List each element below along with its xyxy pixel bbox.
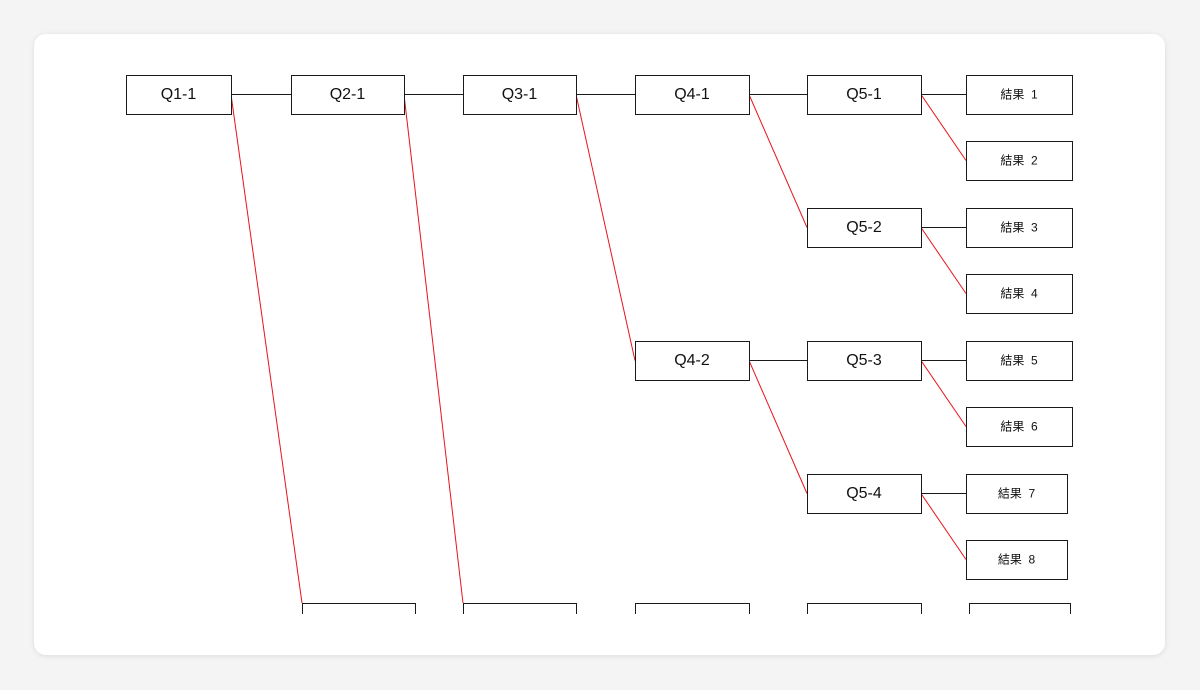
node-label-q4-1: Q4-1 <box>674 86 710 103</box>
node-r4: 結果 4 <box>966 274 1073 314</box>
node-box-q5-4 <box>807 474 922 514</box>
node-box-r7 <box>966 474 1068 514</box>
node-label-r5: 結果 5 <box>1000 354 1038 368</box>
node-r7: 結果 7 <box>966 474 1068 514</box>
node-label-q5-3: Q5-3 <box>846 352 882 369</box>
node-q4-2: Q4-2 <box>635 341 750 381</box>
node-box-q2-1 <box>291 75 405 115</box>
node-box-r1 <box>966 75 1073 115</box>
edge-q1-1-to-cut-1-branch <box>230 94 303 604</box>
node-box-r4 <box>966 274 1073 314</box>
node-cut-1 <box>302 603 416 614</box>
node-label-q5-4: Q5-4 <box>846 485 882 502</box>
node-box-cut-2 <box>463 603 577 614</box>
node-cut-4 <box>807 603 922 614</box>
node-box-r5 <box>966 341 1073 381</box>
node-box-q1-1 <box>126 75 232 115</box>
node-box-q4-1 <box>635 75 750 115</box>
edge-q5-4-to-r8-branch <box>920 493 967 560</box>
edge-q2-1-to-cut-2-branch <box>403 94 464 604</box>
node-r6: 結果 6 <box>966 407 1073 447</box>
node-q5-1: Q5-1 <box>807 75 922 115</box>
node-box-q5-3 <box>807 341 922 381</box>
edge-q5-2-to-r4-branch <box>920 227 967 294</box>
node-q5-4: Q5-4 <box>807 474 922 514</box>
node-label-r7: 結果 7 <box>998 487 1036 501</box>
node-box-cut-3 <box>635 603 750 614</box>
node-box-cut-1 <box>302 603 416 614</box>
node-label-q4-2: Q4-2 <box>674 352 710 369</box>
node-box-r3 <box>966 208 1073 248</box>
node-q1-1: Q1-1 <box>126 75 232 115</box>
node-q2-1: Q2-1 <box>291 75 405 115</box>
node-box-q5-2 <box>807 208 922 248</box>
node-box-cut-4 <box>807 603 922 614</box>
node-box-cut-5 <box>969 603 1071 614</box>
node-label-r3: 結果 3 <box>1000 221 1038 235</box>
node-cut-3 <box>635 603 750 614</box>
node-label-r8: 結果 8 <box>998 553 1036 567</box>
node-box-q4-2 <box>635 341 750 381</box>
node-label-q5-1: Q5-1 <box>846 86 882 103</box>
node-label-r6: 結果 6 <box>1000 420 1038 434</box>
node-r3: 結果 3 <box>966 208 1073 248</box>
node-box-r8 <box>966 540 1068 580</box>
node-box-q5-1 <box>807 75 922 115</box>
nodes-layer: Q1-1 Q2-1 Q3-1 Q4-1 Q5-1 結果 1 結果 2 Q5-2 結果 3 結果 4… <box>126 75 1073 614</box>
node-box-q3-1 <box>463 75 577 115</box>
node-box-r6 <box>966 407 1073 447</box>
node-label-r2: 結果 2 <box>1000 154 1038 168</box>
node-r1: 結果 1 <box>966 75 1073 115</box>
node-label-q2-1: Q2-1 <box>330 86 366 103</box>
node-q5-2: Q5-2 <box>807 208 922 248</box>
node-q4-1: Q4-1 <box>635 75 750 115</box>
node-r8: 結果 8 <box>966 540 1068 580</box>
edge-q5-1-to-r2-branch <box>920 94 967 161</box>
node-label-q3-1: Q3-1 <box>502 86 538 103</box>
node-r2: 結果 2 <box>966 141 1073 181</box>
node-box-r2 <box>966 141 1073 181</box>
node-cut-5 <box>969 603 1071 614</box>
edge-q4-1-to-q5-2-branch <box>748 94 808 228</box>
edge-q4-2-to-q5-4-branch <box>748 360 808 494</box>
node-label-q5-2: Q5-2 <box>846 219 882 236</box>
node-label-r1: 結果 1 <box>1000 88 1038 102</box>
node-q3-1: Q3-1 <box>463 75 577 115</box>
node-cut-2 <box>463 603 577 614</box>
edge-q5-3-to-r6-branch <box>920 360 967 427</box>
node-label-r4: 結果 4 <box>1000 287 1038 301</box>
node-q5-3: Q5-3 <box>807 341 922 381</box>
node-label-q1-1: Q1-1 <box>161 86 197 103</box>
node-r5: 結果 5 <box>966 341 1073 381</box>
edge-q3-1-to-q4-2-branch <box>575 94 636 361</box>
edges-layer <box>230 94 967 604</box>
